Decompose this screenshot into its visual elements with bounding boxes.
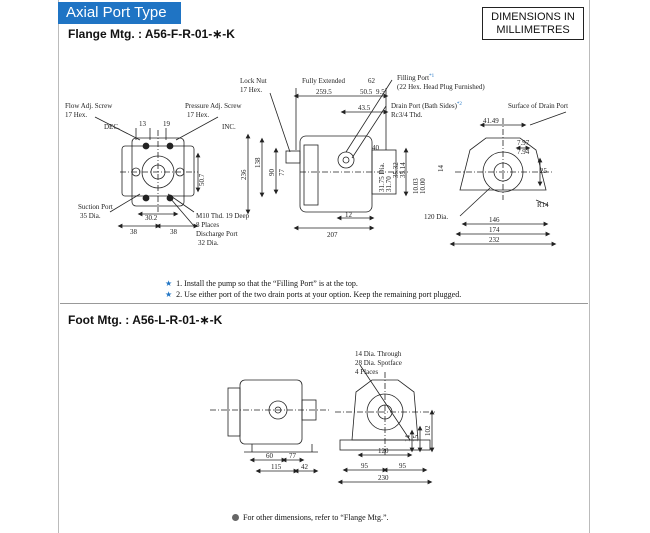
foot-rear-view [335, 364, 435, 485]
dim-62: 62 [368, 77, 376, 85]
dim-120-dia: 120 Dia. [424, 213, 448, 221]
note-1-star: ★ [165, 279, 173, 288]
dim-50-7: 50.7 [198, 173, 206, 186]
places-8-label: 8 Places [196, 221, 219, 229]
note-2-num: 2. [176, 290, 183, 299]
bullet-icon [232, 514, 239, 521]
dim-90: 90 [268, 169, 276, 177]
lock-nut-label: Lock Nut [240, 77, 267, 85]
foot-dim-14: 14 [404, 435, 412, 443]
dim-174: 174 [489, 226, 500, 234]
dim-146: 146 [489, 216, 500, 224]
foot-dim-95-b: 95 [399, 462, 407, 470]
foot-dim-15: 15 [412, 435, 420, 443]
foot-dim-102: 102 [424, 425, 432, 436]
dim-7-94: 7.94 [517, 148, 530, 156]
rc-label: Rc3/4 Thd. [391, 111, 423, 119]
note-2-text: Use either port of the two drain ports a… [184, 290, 462, 299]
units-box: DIMENSIONS IN MILLIMETRES [482, 7, 584, 40]
drain-note-mark: *2 [457, 102, 463, 107]
note-1: ★1. Install the pump so that the “Fillin… [165, 279, 358, 288]
dim-236: 236 [240, 169, 248, 180]
dim-138: 138 [254, 157, 262, 168]
surface-label: Surface of Drain Port [508, 102, 568, 110]
page-frame [58, 0, 590, 533]
dim-31-70: 31.70 [385, 176, 393, 192]
dim-259-5: 259.5 [316, 88, 332, 96]
foot-side-view [210, 379, 330, 474]
suction-label: Suction Port [78, 203, 113, 211]
note-1-num: 1. [176, 279, 183, 288]
discharge-dia: 32 Dia. [198, 239, 219, 247]
m10-label: M10 Thd. 19 Deep [196, 212, 250, 220]
pressure-hex-label: 17 Hex. [187, 111, 209, 119]
dim-30-2: 30.2 [145, 214, 158, 222]
note-1-text: Install the pump so that the “Filling Po… [184, 279, 358, 288]
dim-38-b: 38 [170, 228, 178, 236]
dec-label: DEC. [104, 123, 120, 131]
dim-40: 40 [372, 144, 380, 152]
dim-35-32: 35.32 [392, 162, 400, 178]
discharge-label: Discharge Port [196, 230, 238, 238]
inc-label: INC. [222, 123, 236, 131]
dim-38-a: 38 [130, 228, 138, 236]
dim-25: 25 [540, 167, 548, 175]
filling-note-mark: *1 [429, 74, 435, 79]
spot-label: 28 Dia. Spotface [355, 359, 402, 367]
section-tab: Axial Port Type [58, 2, 181, 24]
foot-dim-115: 115 [271, 463, 282, 471]
units-line-2: MILLIMETRES [496, 24, 570, 36]
suction-dia: 35 Dia. [80, 212, 101, 220]
foot-dim-60: 60 [266, 452, 274, 460]
filling-label-text: Filling Port [397, 74, 429, 82]
flow-adj-label: Flow Adj. Screw [65, 102, 113, 110]
drain-label: Drain Port (Bath Sides)*2 [391, 102, 462, 110]
dim-31-75: 31.75 Dia. [378, 162, 386, 192]
flow-hex-label: 17 Hex. [65, 111, 87, 119]
pressure-adj-label: Pressure Adj. Screw [185, 102, 243, 110]
note-2: ★2. Use either port of the two drain por… [165, 290, 461, 299]
foot-dim-77: 77 [289, 452, 297, 460]
flange-title: Flange Mtg. : A56-F-R-01-∗-K [68, 27, 235, 41]
dim-50-5: 50.5 [360, 88, 373, 96]
drain-label-text: Drain Port (Bath Sides) [391, 102, 458, 110]
dim-77: 77 [278, 169, 286, 177]
thru-label: 14 Dia. Through [355, 350, 402, 358]
dim-10-03: 10.03 [412, 178, 420, 194]
dim-9-5: 9.5 [376, 88, 385, 96]
dim-14: 14 [437, 165, 445, 173]
filling-label: Filling Port*1 [397, 74, 435, 82]
units-line-1: DIMENSIONS IN [491, 11, 575, 23]
filling-hex-label: (22 Hex. Head Plug Furnished) [397, 83, 485, 91]
dim-12: 12 [345, 211, 353, 219]
dim-19: 19 [163, 120, 171, 128]
foot-dim-42: 42 [301, 463, 309, 471]
dim-207: 207 [327, 231, 338, 239]
dim-232: 232 [489, 236, 500, 244]
dim-41-49: 41.49 [483, 117, 499, 125]
dim-43-5: 43.5 [358, 104, 371, 112]
flange-rear-view [449, 111, 567, 247]
dim-35-14: 35.14 [399, 162, 407, 178]
footer-text: For other dimensions, refer to “Flange M… [243, 513, 389, 522]
foot-title: Foot Mtg. : A56-L-R-01-∗-K [68, 313, 223, 327]
foot-dim-120: 120 [378, 447, 389, 455]
dim-13: 13 [139, 120, 147, 128]
fully-ext-label: Fully Extended [302, 77, 345, 85]
dim-7-97: 7.97 [517, 139, 530, 147]
footer-note: For other dimensions, refer to “Flange M… [232, 513, 389, 522]
r14-label: R14 [537, 201, 549, 209]
section-divider [60, 303, 588, 304]
foot-dim-95-a: 95 [361, 462, 369, 470]
flange-front-view [94, 116, 219, 229]
dim-10-00: 10.00 [419, 178, 427, 194]
foot-dim-230: 230 [378, 474, 389, 482]
places-4-label: 4 Places [355, 368, 378, 376]
flange-side-view [245, 79, 410, 231]
lock-hex-label: 17 Hex. [240, 86, 262, 94]
note-2-star: ★ [165, 290, 173, 299]
